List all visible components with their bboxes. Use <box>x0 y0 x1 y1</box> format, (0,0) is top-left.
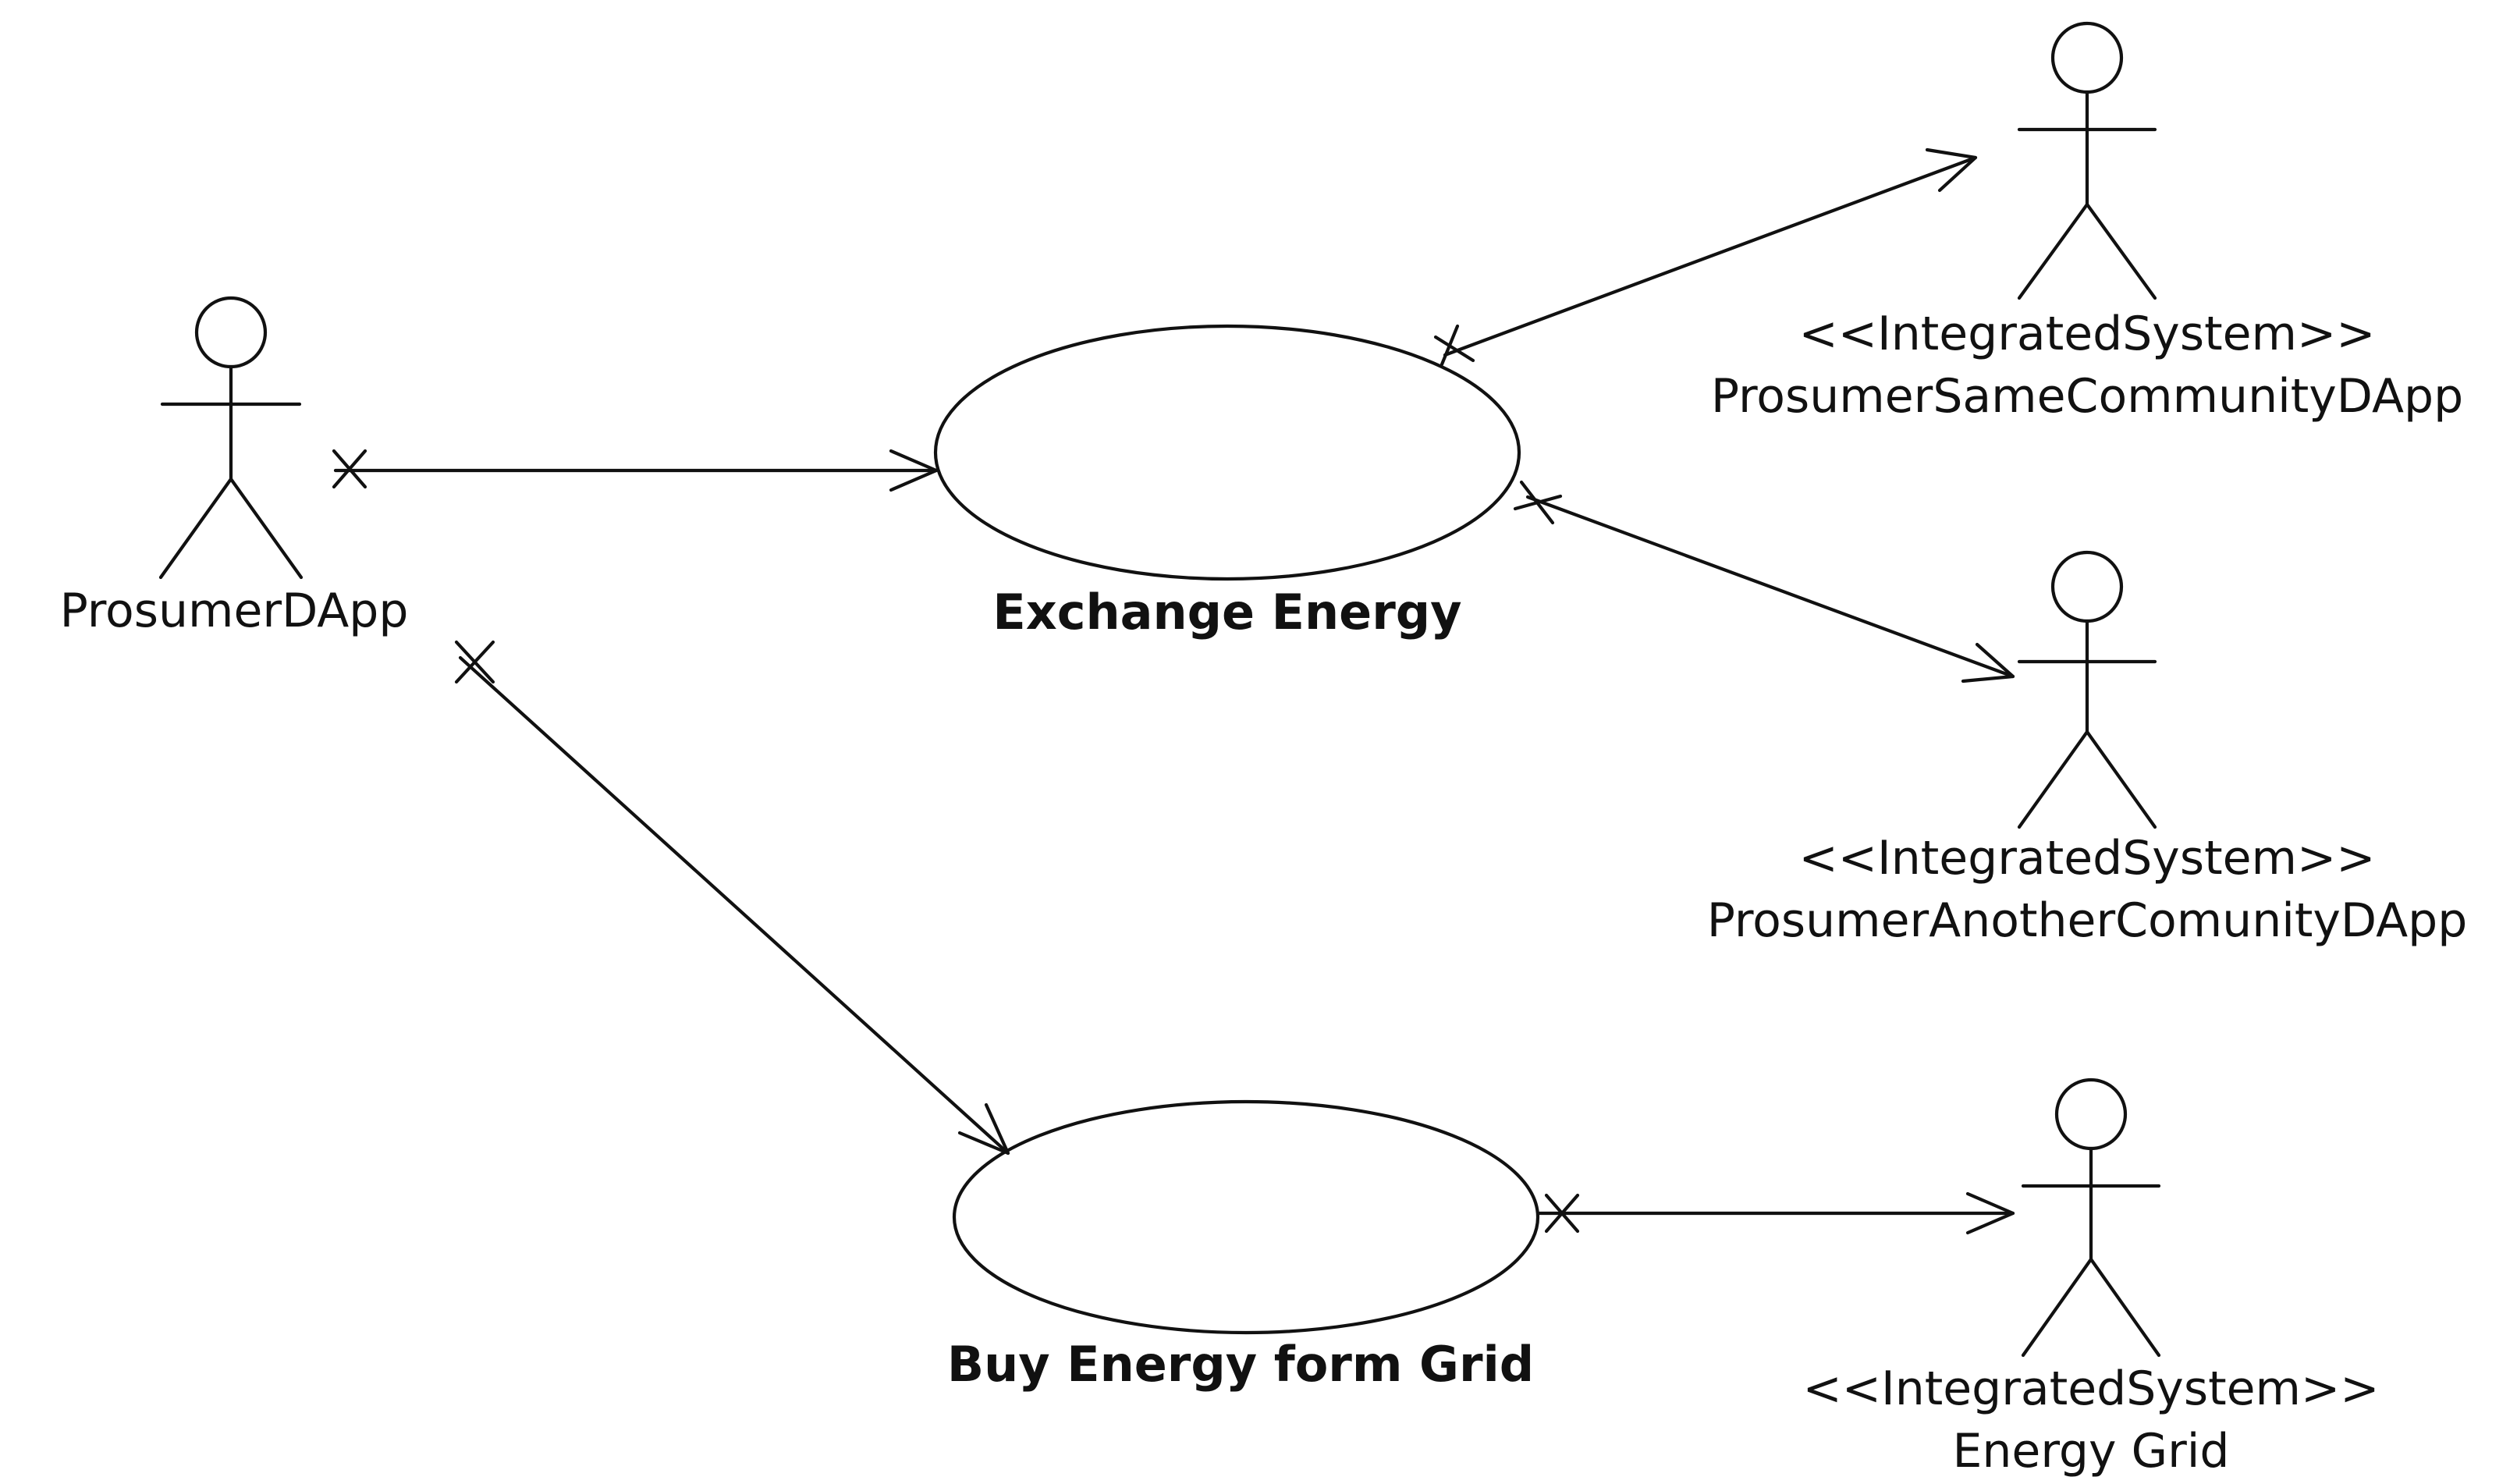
use-case-ellipse <box>952 1099 1540 1335</box>
non-navigable-cross <box>454 640 495 684</box>
non-navigable-cross <box>1433 335 1475 363</box>
actor-right-leg <box>2085 202 2157 300</box>
actor-name: ProsumerAnotherComunityDApp <box>1707 893 2468 948</box>
actor-left-leg <box>2017 202 2089 300</box>
actor-head <box>2050 21 2124 94</box>
navigable-arrowhead <box>1965 1191 2015 1235</box>
actor-stereotype: <<IntegratedSystem>> <box>1798 307 2375 361</box>
actor-energy-grid[interactable]: <<IntegratedSystem>> Energy Grid <box>1802 1077 2380 1479</box>
association-line <box>458 655 1010 1156</box>
actor-head <box>194 296 268 369</box>
non-navigable-cross <box>1440 324 1460 367</box>
use-case-exchange-energy[interactable]: Exchange Energy <box>933 324 1521 641</box>
navigable-arrowhead <box>1961 642 2015 683</box>
non-navigable-cross <box>332 449 367 489</box>
use-case-label: Exchange Energy <box>992 584 1461 641</box>
use-case-label: Buy Energy form Grid <box>947 1336 1534 1393</box>
actor-prosumer-another-comunity-dapp[interactable]: <<IntegratedSystem>> ProsumerAnotherComu… <box>1707 550 2468 948</box>
association-line <box>1525 495 2015 679</box>
non-navigable-cross <box>1544 1193 1580 1234</box>
actor-head <box>2054 1077 2128 1151</box>
actor-name: ProsumerDApp <box>60 584 409 638</box>
association-prosumer-to-exchange-energy[interactable] <box>332 449 939 492</box>
actor-right-leg <box>229 477 304 580</box>
actor-head <box>2050 550 2124 623</box>
actor-stereotype: <<IntegratedSystem>> <box>1802 1362 2379 1416</box>
association-exchange-to-another-community[interactable] <box>1513 480 2015 683</box>
association-buy-energy-to-energy-grid[interactable] <box>1536 1191 2015 1235</box>
navigable-arrowhead <box>1925 147 1978 193</box>
actor-prosumer-same-community-dapp[interactable]: <<IntegratedSystem>> ProsumerSameCommuni… <box>1711 21 2463 424</box>
navigable-arrowhead <box>889 449 939 492</box>
actor-right-leg <box>2085 730 2157 829</box>
use-case-ellipse <box>933 324 1521 581</box>
non-navigable-cross <box>1513 494 1563 511</box>
actor-left-leg <box>2021 1257 2093 1358</box>
association-line <box>1443 155 1978 357</box>
actor-left-leg <box>158 477 233 580</box>
association-prosumer-to-buy-energy[interactable] <box>454 640 1010 1156</box>
actor-stereotype: <<IntegratedSystem>> <box>1798 831 2375 886</box>
association-exchange-to-same-community[interactable] <box>1433 147 1978 367</box>
actor-name: ProsumerSameCommunityDApp <box>1711 369 2463 424</box>
actor-name: Energy Grid <box>1952 1424 2229 1479</box>
use-case-buy-energy-form-grid[interactable]: Buy Energy form Grid <box>947 1099 1540 1393</box>
actor-right-leg <box>2089 1257 2161 1358</box>
actor-left-leg <box>2017 730 2089 829</box>
actor-prosumer-dapp[interactable]: ProsumerDApp <box>60 296 409 638</box>
navigable-arrowhead <box>957 1102 1010 1156</box>
